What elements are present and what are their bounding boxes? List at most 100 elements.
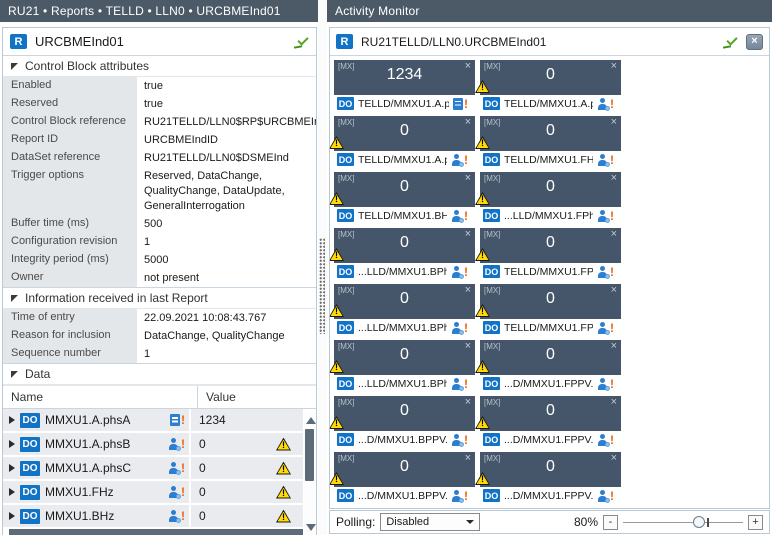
- data-object-name: MMXU1.A.phsA: [45, 413, 165, 427]
- tile-footer: DOTELLD/MMXU1.A.phsC!: [334, 151, 475, 168]
- property-value: 1: [137, 345, 316, 363]
- tile-value: 0: [480, 122, 621, 140]
- tile-path: TELLD/MMXU1.FPhV.phsB: [504, 266, 593, 278]
- person-glyph: [597, 322, 609, 334]
- monitor-tile: [MX]×0!DO...D/MMXU1.BPPV.phsAB!: [334, 396, 475, 448]
- tile-footer: DOTELLD/MMXU1.FHz!: [480, 151, 621, 168]
- warning-icon: !: [475, 416, 490, 429]
- panel-splitter[interactable]: [318, 0, 327, 535]
- horizontal-scrollbar-thumb[interactable]: [9, 529, 303, 535]
- warning-bang-glyph: !: [329, 363, 344, 372]
- table-row[interactable]: DOMMXU1.FHz!0!: [3, 481, 303, 503]
- subscriber-alert-icon: !: [597, 322, 614, 334]
- close-monitor-button[interactable]: ×: [746, 34, 763, 50]
- warning-bang-glyph: !: [475, 251, 490, 260]
- tile-path: ...D/MMXU1.FPPV.phsAB: [504, 378, 593, 390]
- tile-value: 0: [334, 290, 475, 308]
- tile-grid: [MX]×1234DOTELLD/MMXU1.A.phsA![MX]×0!DOT…: [330, 56, 769, 509]
- expand-arrow-icon[interactable]: [9, 416, 15, 424]
- section-control-block[interactable]: Control Block attributes: [3, 56, 316, 77]
- tile-path: ...LLD/MMXU1.BPhV.phsA: [358, 266, 447, 278]
- column-header-value[interactable]: Value: [198, 390, 303, 404]
- do-badge: DO: [337, 321, 354, 334]
- slider-thumb[interactable]: [693, 516, 705, 528]
- warning-icon: !: [276, 438, 291, 451]
- expand-arrow-icon[interactable]: [9, 440, 15, 448]
- person-glyph: [597, 490, 609, 502]
- subscriber-alert-icon: !: [451, 210, 468, 222]
- data-value: 0: [199, 461, 206, 475]
- data-value: 0: [199, 437, 206, 451]
- table-row[interactable]: DOMMXU1.A.phsB!0!: [3, 433, 303, 455]
- property-label: Reserved: [3, 95, 137, 113]
- tile-path: TELLD/MMXU1.FHz: [504, 154, 593, 166]
- data-object-name: MMXU1.A.phsB: [45, 437, 163, 451]
- gear-glyph: [605, 386, 610, 391]
- section-data[interactable]: Data: [3, 363, 316, 385]
- warning-icon: !: [276, 462, 291, 475]
- gear-glyph: [459, 274, 464, 279]
- table-row[interactable]: DOMMXU1.A.phsC!0!: [3, 457, 303, 479]
- commit-check-icon[interactable]: [294, 35, 309, 48]
- scrollbar-thumb[interactable]: [305, 429, 314, 481]
- monitor-tile: [MX]×0!DOTELLD/MMXU1.FPhV.phsC!: [480, 284, 621, 336]
- person-glyph: [597, 434, 609, 446]
- tile-footer: DO...D/MMXU1.FPPV.phsAB!: [480, 375, 621, 392]
- zoom-percent: 80%: [574, 515, 598, 529]
- subscriber-alert-icon: !: [451, 378, 468, 390]
- tile-value: 0: [334, 122, 475, 140]
- polling-label: Polling:: [336, 515, 375, 529]
- tile-value: 0: [480, 402, 621, 420]
- expand-arrow-icon[interactable]: [9, 488, 15, 496]
- gear-glyph: [176, 446, 181, 451]
- property-label: Integrity period (ms): [3, 251, 137, 269]
- warning-bang-glyph: !: [475, 475, 490, 484]
- collapse-arrow-icon: [11, 371, 18, 378]
- section-title: Data: [25, 367, 50, 381]
- person-glyph: [168, 510, 180, 522]
- zoom-in-button[interactable]: +: [748, 515, 763, 530]
- zoom-slider[interactable]: [623, 515, 743, 530]
- tile-close-icon[interactable]: ×: [465, 508, 471, 509]
- subscriber-alert-icon: !: [451, 154, 468, 166]
- property-label: Time of entry: [3, 309, 137, 327]
- warning-icon: !: [329, 472, 344, 485]
- tile-path: ...LLD/MMXU1.FPhV.phsA: [504, 210, 593, 222]
- data-value: 0: [199, 485, 206, 499]
- subscriber-alert-icon: !: [168, 462, 185, 474]
- tile-close-icon[interactable]: ×: [611, 508, 617, 509]
- gear-glyph: [176, 494, 181, 499]
- subscriber-alert-icon: !: [597, 266, 614, 278]
- person-glyph: [451, 154, 463, 166]
- expand-arrow-icon[interactable]: [9, 512, 15, 520]
- expand-arrow-icon[interactable]: [9, 464, 15, 472]
- person-glyph: [168, 486, 180, 498]
- scroll-up-icon[interactable]: [306, 417, 316, 424]
- gear-glyph: [605, 442, 610, 447]
- polling-dropdown[interactable]: Disabled: [380, 513, 480, 531]
- person-glyph: [168, 462, 180, 474]
- table-row[interactable]: DOMMXU1.BHz!0!: [3, 505, 303, 527]
- do-badge: DO: [483, 265, 500, 278]
- person-glyph: [597, 98, 609, 110]
- person-glyph: [597, 378, 609, 390]
- do-badge: DO: [337, 265, 354, 278]
- person-glyph: [451, 322, 463, 334]
- warning-icon: !: [475, 192, 490, 205]
- property-value: RU21TELLD/LLN0$RP$URCBMEInd01: [137, 113, 317, 131]
- table-row[interactable]: DOMMXU1.A.phsA!1234: [3, 409, 303, 431]
- scroll-down-icon[interactable]: [306, 524, 316, 531]
- name-cell: DOMMXU1.A.phsA!: [3, 409, 189, 431]
- gear-glyph: [176, 470, 181, 475]
- section-last-report[interactable]: Information received in last Report: [3, 287, 316, 309]
- column-header-name[interactable]: Name: [3, 386, 198, 408]
- monitor-tile: [MX]×0!DOTELLD/MMXU1.BHz!: [334, 172, 475, 224]
- property-label: Owner: [3, 269, 137, 287]
- zoom-out-button[interactable]: -: [603, 515, 618, 530]
- commit-check-icon[interactable]: [723, 35, 738, 48]
- gear-glyph: [459, 162, 464, 167]
- alert-bang-glyph: !: [464, 434, 468, 446]
- warning-bang-glyph: !: [475, 363, 490, 372]
- vertical-scrollbar[interactable]: [304, 413, 316, 535]
- property-value: RU21TELLD/LLN0$DSMEInd: [137, 149, 316, 167]
